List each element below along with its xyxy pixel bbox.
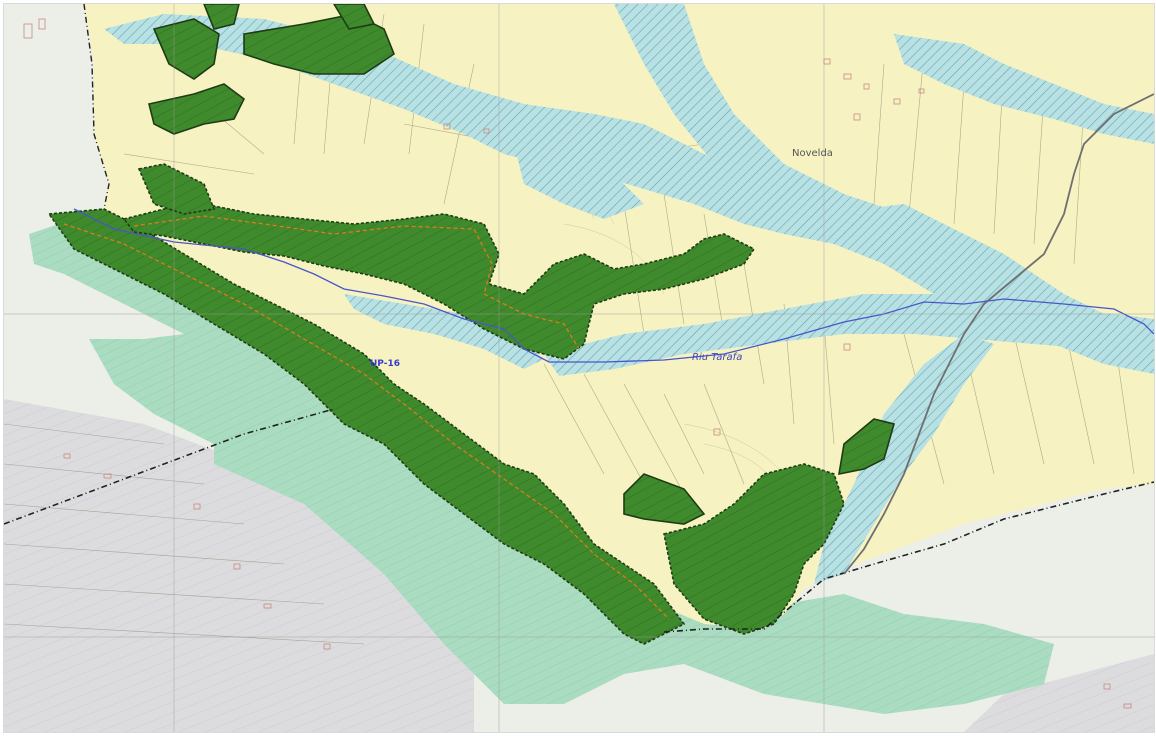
municipal-boundary-north xyxy=(83,4,110,210)
forest-south-lobe xyxy=(663,463,845,635)
unit-label: UP-16 xyxy=(370,359,400,369)
riverbed-hatch-central xyxy=(514,144,644,219)
forest-north-1 xyxy=(152,18,220,80)
riverbed-hatch-ne xyxy=(894,34,1154,144)
forest-east-patch xyxy=(838,418,895,476)
map-grid xyxy=(4,4,1154,732)
gray-terrain-area-right xyxy=(964,654,1154,732)
municipal-boundary xyxy=(4,408,1154,633)
map-canvas[interactable]: Riu Tarafa Novelda UP-16 xyxy=(4,4,1154,732)
boundary-orange-lines xyxy=(63,215,670,620)
light-green-terrain-patch xyxy=(89,339,264,444)
forest-north-3 xyxy=(148,83,246,135)
town-label: Novelda xyxy=(792,148,833,159)
river-label: Riu Tarafa xyxy=(692,352,742,363)
riverbed-hatch-tarafa xyxy=(544,294,1154,376)
forest-central-band xyxy=(122,203,756,360)
road xyxy=(843,93,1154,575)
forest-north-2 xyxy=(243,13,395,75)
forest-north-5 xyxy=(333,4,376,30)
forest-north-4 xyxy=(203,4,240,30)
riverbed-hatch-south xyxy=(814,334,994,584)
building-symbols xyxy=(23,18,1132,709)
forest-small-6 xyxy=(137,163,216,215)
riverbed-hatch-east xyxy=(614,4,904,264)
river-line xyxy=(73,208,1154,363)
gray-terrain-area xyxy=(4,399,474,732)
map-viewport[interactable]: Riu Tarafa Novelda UP-16 xyxy=(3,3,1155,733)
forest-areas xyxy=(47,4,895,645)
forest-south-patch xyxy=(623,473,706,525)
riverbed-hatch-west xyxy=(344,294,544,369)
